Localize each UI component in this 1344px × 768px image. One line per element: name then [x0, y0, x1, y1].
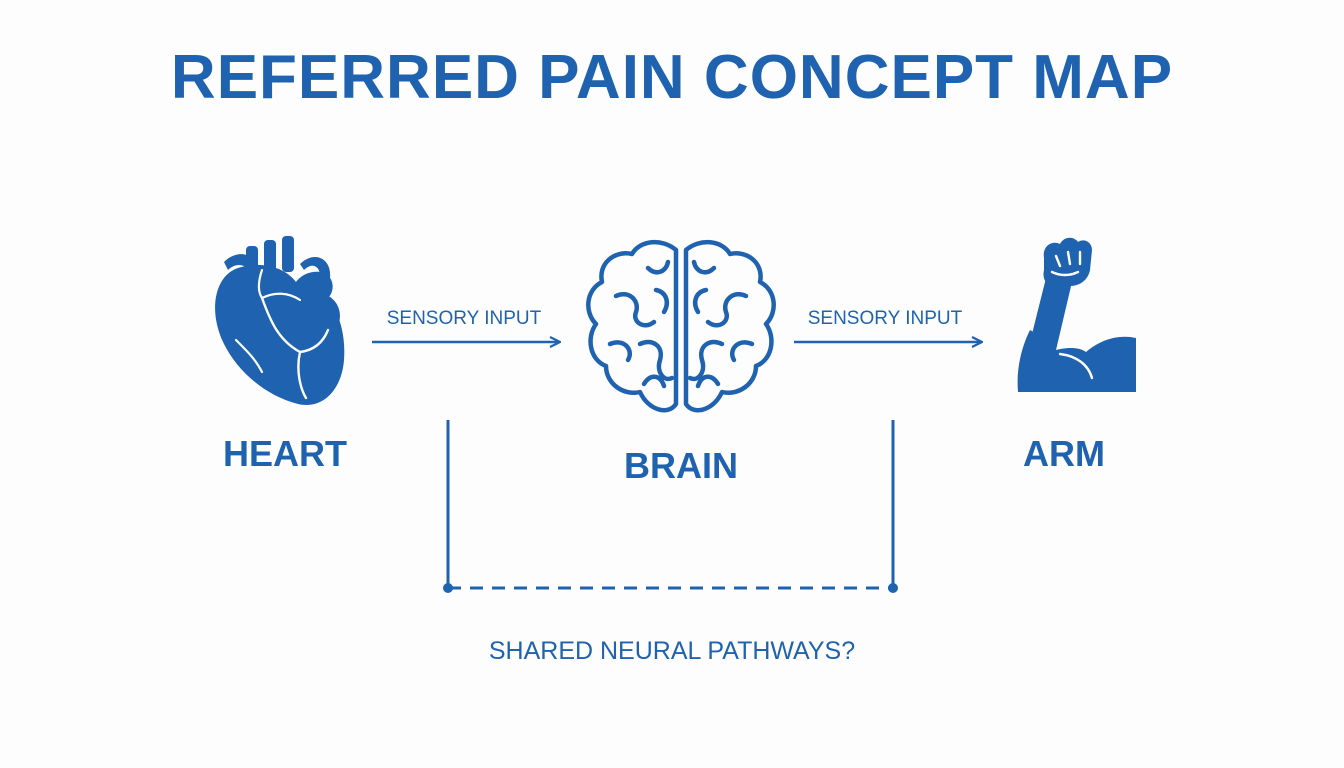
edge-label-brain-to-arm: SENSORY INPUT — [807, 308, 963, 329]
diagram-title: REFERRED PAIN CONCEPT MAP — [170, 43, 1174, 112]
flexed-arm-icon — [1017, 237, 1136, 392]
brain-icon — [586, 240, 776, 413]
shared-pathway-label: SHARED NEURAL PATHWAYS? — [488, 637, 856, 665]
edge-label-heart-to-brain: SENSORY INPUT — [386, 308, 542, 329]
node-label-arm: ARM — [1023, 433, 1105, 474]
node-label-heart: HEART — [223, 433, 347, 474]
heart-icon — [215, 236, 345, 405]
shared-pathway-connector — [443, 420, 898, 593]
node-label-brain: BRAIN — [624, 445, 738, 486]
